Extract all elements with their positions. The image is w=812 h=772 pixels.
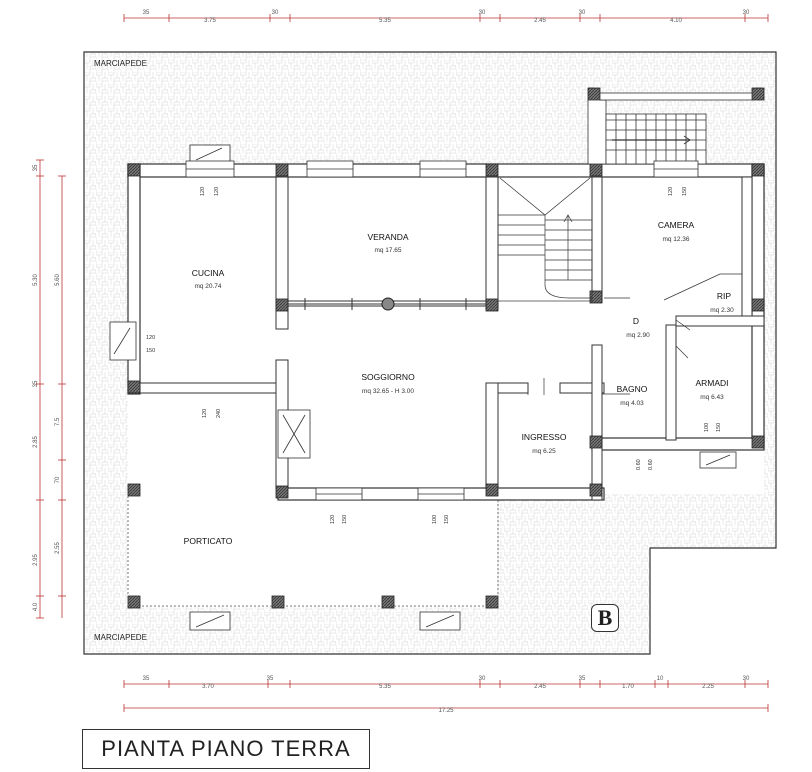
window-dim-a: 100 [704,423,710,432]
dim-bottom-9: 2.25 [702,684,714,690]
dim-top-1: 3.75 [204,18,216,24]
dim-bottom-1: 3.70 [202,684,214,690]
structural-columns [127,87,765,609]
window-dim-b: 150 [146,348,155,354]
dimension-texts-top: 35 3.75 30 5.35 30 2.45 30 4.10 30 [143,10,750,24]
dim-top-6: 30 [579,10,586,16]
doors [527,273,742,395]
porticato-outline [127,496,499,607]
window-dim-b: 150 [444,515,450,524]
dim-bottom-2: 35 [267,676,274,682]
room-name-camera: CAMERA [658,220,695,230]
room-area-cucina: mq 20.74 [194,283,221,290]
dimension-line-left [36,159,66,619]
room-name-cucina: CUCINA [192,268,225,278]
window-dim-a: 120 [202,409,208,418]
external-stair [587,92,753,165]
dim-left-inner-3: 2.55 [55,542,61,554]
dim-top-8: 30 [743,10,750,16]
window-dim-a: 100 [432,515,438,524]
window-size-labels: 120 120 120 150 120 150 120 240 100 150 … [146,187,722,524]
window-dim-a: 0.60 [636,459,642,470]
room-name-ingresso: INGRESSO [522,432,567,442]
dim-left-inner-2: 70 [55,476,61,483]
dim-bottom-10: 30 [743,676,750,682]
dim-left-5: 4.0 [33,602,39,611]
dimension-line-bottom [123,680,769,712]
dim-left-inner-0: 5.60 [55,274,61,286]
room-area-veranda: mq 17.65 [374,247,401,254]
dim-bottom-7: 1.70 [622,684,634,690]
dim-bottom-4: 30 [479,676,486,682]
room-name-soggiorno: SOGGIORNO [361,372,415,382]
room-area-armadi: mq 6.43 [700,394,724,401]
dim-left-3: 2.85 [33,436,39,448]
room-area-d: mq 2.90 [626,332,650,339]
dim-left-1: 5.30 [33,274,39,286]
dim-top-7: 4.10 [670,18,682,24]
window-dim-a: 120 [146,335,155,341]
room-name-armadi: ARMADI [695,378,728,388]
window-dim-a: 120 [200,187,206,196]
dim-bottom-total: 17.25 [438,708,454,714]
drawing-title: PIANTA PIANO TERRA [82,729,370,769]
dim-bottom-8: 10 [657,676,664,682]
room-name-porticato: PORTICATO [184,536,233,546]
dim-top-5: 2.45 [534,18,546,24]
dim-left-0: 35 [33,164,39,171]
window-dim-b: 240 [216,409,222,418]
drawing-title-text: PIANTA PIANO TERRA [101,736,351,761]
window-dim-b: 0.60 [648,459,654,470]
window-dim-b: 150 [342,515,348,524]
room-area-bagno: mq 4.03 [620,400,644,407]
room-name-d: D [633,316,639,326]
dimension-line-top [123,14,769,22]
dim-bottom-0: 35 [143,676,150,682]
dimension-texts-left: 35 5.30 35 2.85 2.95 4.0 5.60 7.5 70 2.5… [33,164,61,611]
room-area-rip: mq 2.30 [710,307,734,314]
window-dim-b: 120 [214,187,220,196]
veranda-glazing [288,297,486,311]
staircase [497,176,593,302]
dim-bottom-5: 2.45 [534,684,546,690]
dim-top-0: 35 [143,10,150,16]
sidewalk-label-top: MARCIAPEDE [94,59,147,68]
room-name-bagno: BAGNO [617,384,648,394]
dim-left-2: 35 [33,380,39,387]
window-dim-a: 120 [668,187,674,196]
dim-bottom-6: 35 [579,676,586,682]
room-area-ingresso: mq 6.25 [532,448,556,455]
dim-left-4: 2.95 [33,554,39,566]
sidewalk-label-bottom: MARCIAPEDE [94,633,147,642]
room-name-rip: RIP [717,291,732,301]
window-dim-a: 120 [330,515,336,524]
dim-top-3: 5.35 [379,18,391,24]
room-area-camera: mq 12.36 [662,236,689,243]
dimension-texts-bottom: 35 3.70 35 5.35 30 2.45 35 1.70 10 2.25 … [143,676,750,714]
room-labels: CUCINA mq 20.74 VERANDA mq 17.65 CAMERA … [184,220,734,546]
logo-letter: B [597,605,613,630]
window-dim-b: 150 [716,423,722,432]
dim-top-2: 30 [272,10,279,16]
brand-logo-icon: B [591,604,619,632]
dim-bottom-3: 5.35 [379,684,391,690]
windows [109,144,737,631]
window-dim-b: 150 [682,187,688,196]
room-name-veranda: VERANDA [367,232,408,242]
dim-left-inner-1: 7.5 [55,417,61,426]
dim-top-4: 30 [479,10,486,16]
room-area-soggiorno: mq 32.65 - H 3.00 [362,388,414,395]
